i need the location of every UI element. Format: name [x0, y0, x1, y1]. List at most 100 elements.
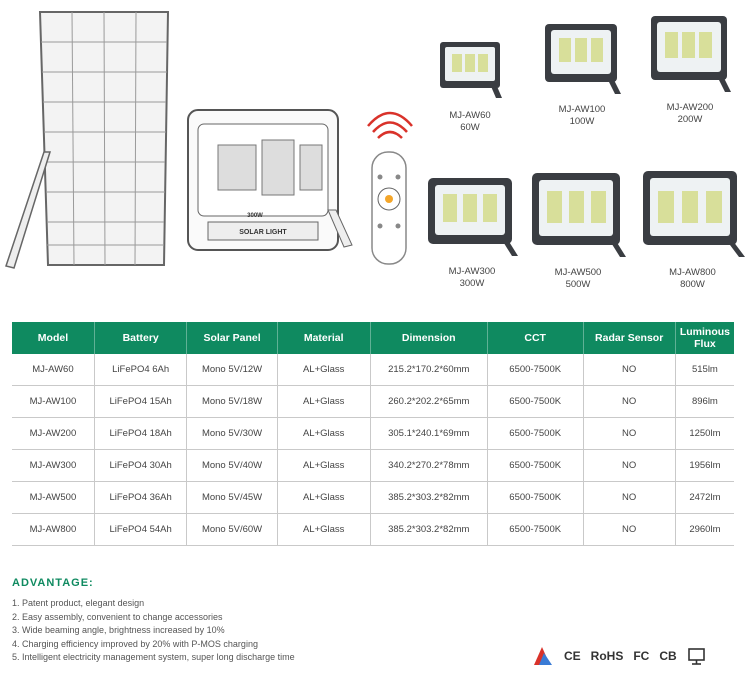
cell-battery: LiFePO4 36Ah [94, 481, 188, 514]
cell-luminous-flux: 896lm [675, 385, 734, 418]
cell-dimension: 385.2*303.2*82mm [370, 481, 488, 514]
model-power: 300W [459, 278, 485, 289]
list-item: 2. Easy assembly, convenient to change a… [12, 611, 223, 622]
cell-material: AL+Glass [277, 385, 371, 418]
cell-model: MJ-AW500 [12, 481, 95, 514]
cell-dimension: 340.2*270.2*78mm [370, 449, 488, 482]
model-name: MJ-AW60 [449, 110, 491, 121]
list-item: 3. Wide beaming angle, brightness increa… [12, 625, 225, 635]
floodlight-thumb [532, 173, 626, 257]
cell-solar-panel: Mono 5V/40W [186, 449, 278, 482]
model-power: 800W [680, 279, 705, 290]
model-power: 200W [677, 114, 703, 125]
cell-radar-sensor: NO [583, 513, 676, 546]
cell-material: AL+Glass [277, 513, 371, 546]
patent-logo-icon [534, 647, 552, 665]
cell-cct: 6500-7500K [487, 449, 584, 482]
model-power: 60W [460, 122, 480, 133]
cell-radar-sensor: NO [583, 354, 676, 386]
cell-cct: 6500-7500K [487, 417, 584, 450]
col-header: Radar Sensor [583, 322, 676, 354]
cell-material: AL+Glass [277, 449, 371, 482]
cell-model: MJ-AW300 [12, 449, 95, 482]
list-item: 4. Charging efficiency improved by 20% w… [12, 638, 258, 649]
floodlight-thumb [428, 178, 518, 256]
fc-mark-icon: FC [633, 649, 650, 663]
cell-cct: 6500-7500K [487, 513, 584, 546]
cell-model: MJ-AW100 [12, 385, 95, 418]
model-card-aw100: MJ-AW100 100W [537, 22, 627, 128]
cell-material: AL+Glass [277, 417, 371, 450]
floodlight-thumb [642, 171, 745, 257]
cell-battery: LiFePO4 15Ah [94, 385, 188, 418]
cell-dimension: 305.1*240.1*69mm [370, 417, 488, 450]
cell-cct: 6500-7500K [487, 481, 584, 514]
cell-cct: 6500-7500K [487, 385, 584, 418]
cell-radar-sensor: NO [583, 385, 676, 418]
remote-control-image [367, 111, 413, 265]
model-card-aw800: MJ-AW800 800W [640, 169, 745, 291]
col-header: Battery [94, 322, 188, 354]
spec-table: Model Battery Solar Panel Material Dimen… [12, 322, 734, 546]
list-item: 5. Intelligent electricity management sy… [12, 652, 295, 662]
cell-model: MJ-AW60 [12, 354, 95, 386]
model-name: MJ-AW800 [669, 267, 716, 278]
cell-battery: LiFePO4 54Ah [94, 513, 188, 546]
cell-model: MJ-AW200 [12, 417, 95, 450]
cell-cct: 6500-7500K [487, 354, 584, 386]
cell-solar-panel: Mono 5V/18W [186, 385, 278, 418]
cell-luminous-flux: 1956lm [675, 449, 734, 482]
list-item: 1. Patent product, elegant design [12, 598, 145, 608]
model-card-aw500: MJ-AW500 500W [528, 171, 628, 291]
cell-radar-sensor: NO [583, 449, 676, 482]
hero-lamp-power: 300W [247, 213, 263, 219]
cell-solar-panel: Mono 5V/12W [186, 354, 278, 386]
hero-lamp-label: SOLAR LIGHT [239, 229, 287, 236]
cell-material: AL+Glass [277, 354, 371, 386]
model-name: MJ-AW500 [554, 267, 602, 278]
table-row: MJ-AW800 LiFePO4 54Ah Mono 5V/60W AL+Gla… [12, 513, 734, 546]
model-name: MJ-AW300 [448, 266, 496, 277]
model-name: MJ-AW100 [558, 104, 606, 115]
hero-floodlight-image: SOLAR LIGHT 300W [187, 109, 353, 251]
col-header: CCT [487, 322, 584, 354]
cell-radar-sensor: NO [583, 481, 676, 514]
model-name: MJ-AW200 [666, 102, 714, 113]
table-header-row: Model Battery Solar Panel Material Dimen… [12, 322, 734, 354]
monitor-mark-icon [687, 648, 705, 665]
table-row: MJ-AW100 LiFePO4 15Ah Mono 5V/18W AL+Gla… [12, 385, 734, 418]
cell-solar-panel: Mono 5V/45W [186, 481, 278, 514]
table-row: MJ-AW300 LiFePO4 30Ah Mono 5V/40W AL+Gla… [12, 449, 734, 482]
model-card-aw200: MJ-AW200 200W [645, 14, 735, 126]
certification-marks: CE RoHS FC CB [530, 645, 740, 667]
floodlight-thumb [545, 24, 621, 94]
cell-luminous-flux: 2960lm [675, 513, 734, 546]
cell-battery: LiFePO4 6Ah [94, 354, 188, 386]
table-row: MJ-AW200 LiFePO4 18Ah Mono 5V/30W AL+Gla… [12, 417, 734, 450]
col-header: Dimension [370, 322, 488, 354]
cell-solar-panel: Mono 5V/60W [186, 513, 278, 546]
col-header: Solar Panel [186, 322, 278, 354]
floodlight-thumb [651, 16, 731, 92]
model-power: 500W [565, 279, 591, 290]
cell-radar-sensor: NO [583, 417, 676, 450]
rohs-mark-icon: RoHS [590, 649, 624, 663]
cell-material: AL+Glass [277, 481, 371, 514]
col-header: Material [277, 322, 371, 354]
floodlight-thumb [440, 42, 502, 98]
cell-model: MJ-AW800 [12, 513, 95, 546]
col-header: Luminous Flux [675, 322, 734, 354]
cb-mark-icon: CB [659, 649, 677, 663]
advantage-title: ADVANTAGE: [12, 577, 94, 589]
cell-dimension: 260.2*202.2*65mm [370, 385, 488, 418]
model-card-aw60: MJ-AW60 60W [430, 40, 510, 134]
cell-solar-panel: Mono 5V/30W [186, 417, 278, 450]
solar-panel-image [5, 11, 170, 269]
cell-luminous-flux: 2472lm [675, 481, 734, 514]
col-header: Model [12, 322, 95, 354]
cell-dimension: 385.2*303.2*82mm [370, 513, 488, 546]
table-row: MJ-AW60 LiFePO4 6Ah Mono 5V/12W AL+Glass… [12, 354, 734, 386]
cell-luminous-flux: 515lm [675, 354, 734, 386]
cell-battery: LiFePO4 18Ah [94, 417, 188, 450]
advantage-list: 1. Patent product, elegant design 2. Eas… [12, 597, 295, 665]
